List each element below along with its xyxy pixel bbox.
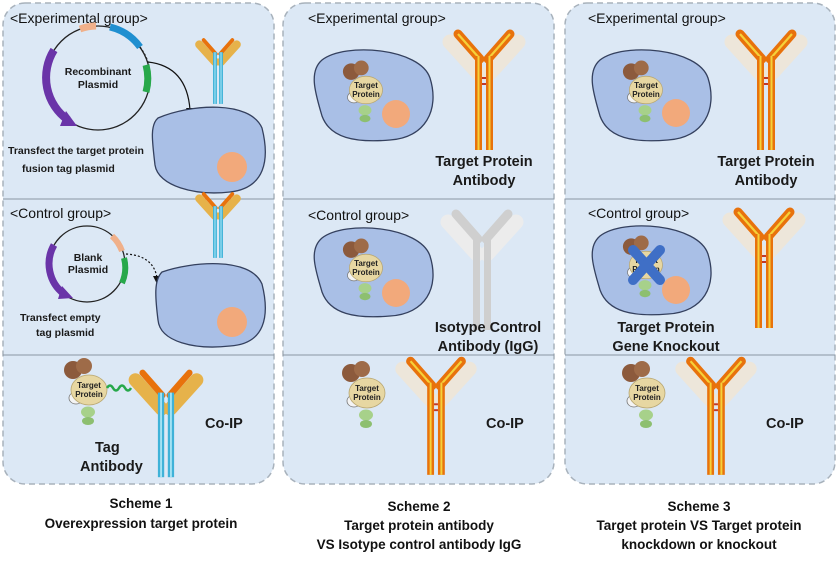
recombinant-plasmid-label-1: Recombinant	[65, 66, 132, 78]
scheme-1-experimental-header: <Experimental group>	[10, 10, 148, 26]
host-cell	[155, 263, 266, 348]
fusion-tag-linker	[105, 384, 133, 392]
blank-plasmid-label-1: Blank	[74, 252, 103, 264]
recombinant-plasmid-label-2: Plasmid	[78, 79, 118, 91]
target-protein-label-2: Protein	[352, 268, 380, 277]
scheme-3-subtitle-2: knockdown or knockout	[621, 537, 777, 552]
scheme-2-control-header: <Control group>	[308, 207, 409, 223]
scheme-3-panel: <Experimental group> Target Protein Targ…	[564, 2, 836, 485]
tag-antibody-label-2: Antibody	[80, 459, 143, 475]
scheme-2-subtitle-2: VS Isotype control antibody IgG	[317, 537, 522, 552]
target-protein-label-2: Protein	[75, 390, 103, 399]
scheme-2-panel: <Experimental group> Target Protein Targ…	[282, 2, 555, 485]
scheme-2-experimental-header: <Experimental group>	[308, 10, 446, 26]
target-protein-label-1: Target	[635, 384, 659, 393]
target-protein-label-2: Protein	[353, 393, 381, 402]
target-protein-label-1: Target	[354, 81, 378, 90]
scheme-1-control-caption-2: tag plasmid	[36, 327, 94, 339]
recombinant-plasmid-icon	[42, 22, 152, 131]
knockout-x-icon	[628, 245, 665, 285]
scheme-3-knockout-label-1: Target Protein	[617, 320, 714, 336]
scheme-1-experimental-caption-1: Transfect the target protein	[8, 145, 144, 157]
scheme-1-title: Scheme 1	[109, 496, 173, 511]
scheme-2-subtitle-1: Target protein antibody	[344, 518, 494, 533]
scheme-2-control-antibody-label-2: Antibody (IgG)	[438, 339, 539, 355]
target-protein-label-2: Protein	[633, 393, 661, 402]
scheme-2-control-antibody-label-1: Isotype Control	[435, 320, 541, 336]
scheme-1-control-header: <Control group>	[10, 205, 111, 221]
coip-label: Co-IP	[205, 416, 243, 432]
host-cell	[151, 106, 266, 194]
scheme-3-title: Scheme 3	[667, 499, 731, 514]
target-protein-label-1: Target	[354, 259, 378, 268]
transfect-arrow	[147, 61, 191, 111]
scheme-2-antibody-label-1: Target Protein	[435, 154, 532, 170]
target-protein-label-1: Target	[355, 384, 379, 393]
coip-label: Co-IP	[486, 416, 524, 432]
coip-label: Co-IP	[766, 416, 804, 432]
scheme-3-control-header: <Control group>	[588, 205, 689, 221]
scheme-1-control-caption-1: Transfect empty	[20, 312, 101, 324]
blank-plasmid-icon	[45, 225, 129, 303]
scheme-2-antibody-label-2: Antibody	[453, 173, 516, 189]
scheme-1-panel: <Experimental group> Recombinant Plasmid…	[2, 2, 275, 485]
scheme-1-experimental-caption-2: fusion tag plasmid	[22, 163, 115, 175]
tag-antibody-label-1: Tag	[95, 440, 120, 456]
blank-plasmid-label-2: Plasmid	[68, 264, 108, 276]
target-protein-label-2: Protein	[632, 90, 660, 99]
target-protein-label-2: Protein	[352, 90, 380, 99]
target-protein-label-1: Target	[634, 81, 658, 90]
scheme-3-experimental-header: <Experimental group>	[588, 10, 726, 26]
scheme-3-subtitle-1: Target protein VS Target protein	[596, 518, 801, 533]
target-protein-label-1: Target	[77, 381, 101, 390]
scheme-2-title: Scheme 2	[387, 499, 450, 514]
scheme-3-antibody-label-1: Target Protein	[717, 154, 814, 170]
scheme-1-subtitle: Overexpression target protein	[45, 516, 238, 531]
scheme-3-knockout-label-2: Gene Knockout	[612, 339, 719, 355]
scheme-3-antibody-label-2: Antibody	[735, 173, 798, 189]
